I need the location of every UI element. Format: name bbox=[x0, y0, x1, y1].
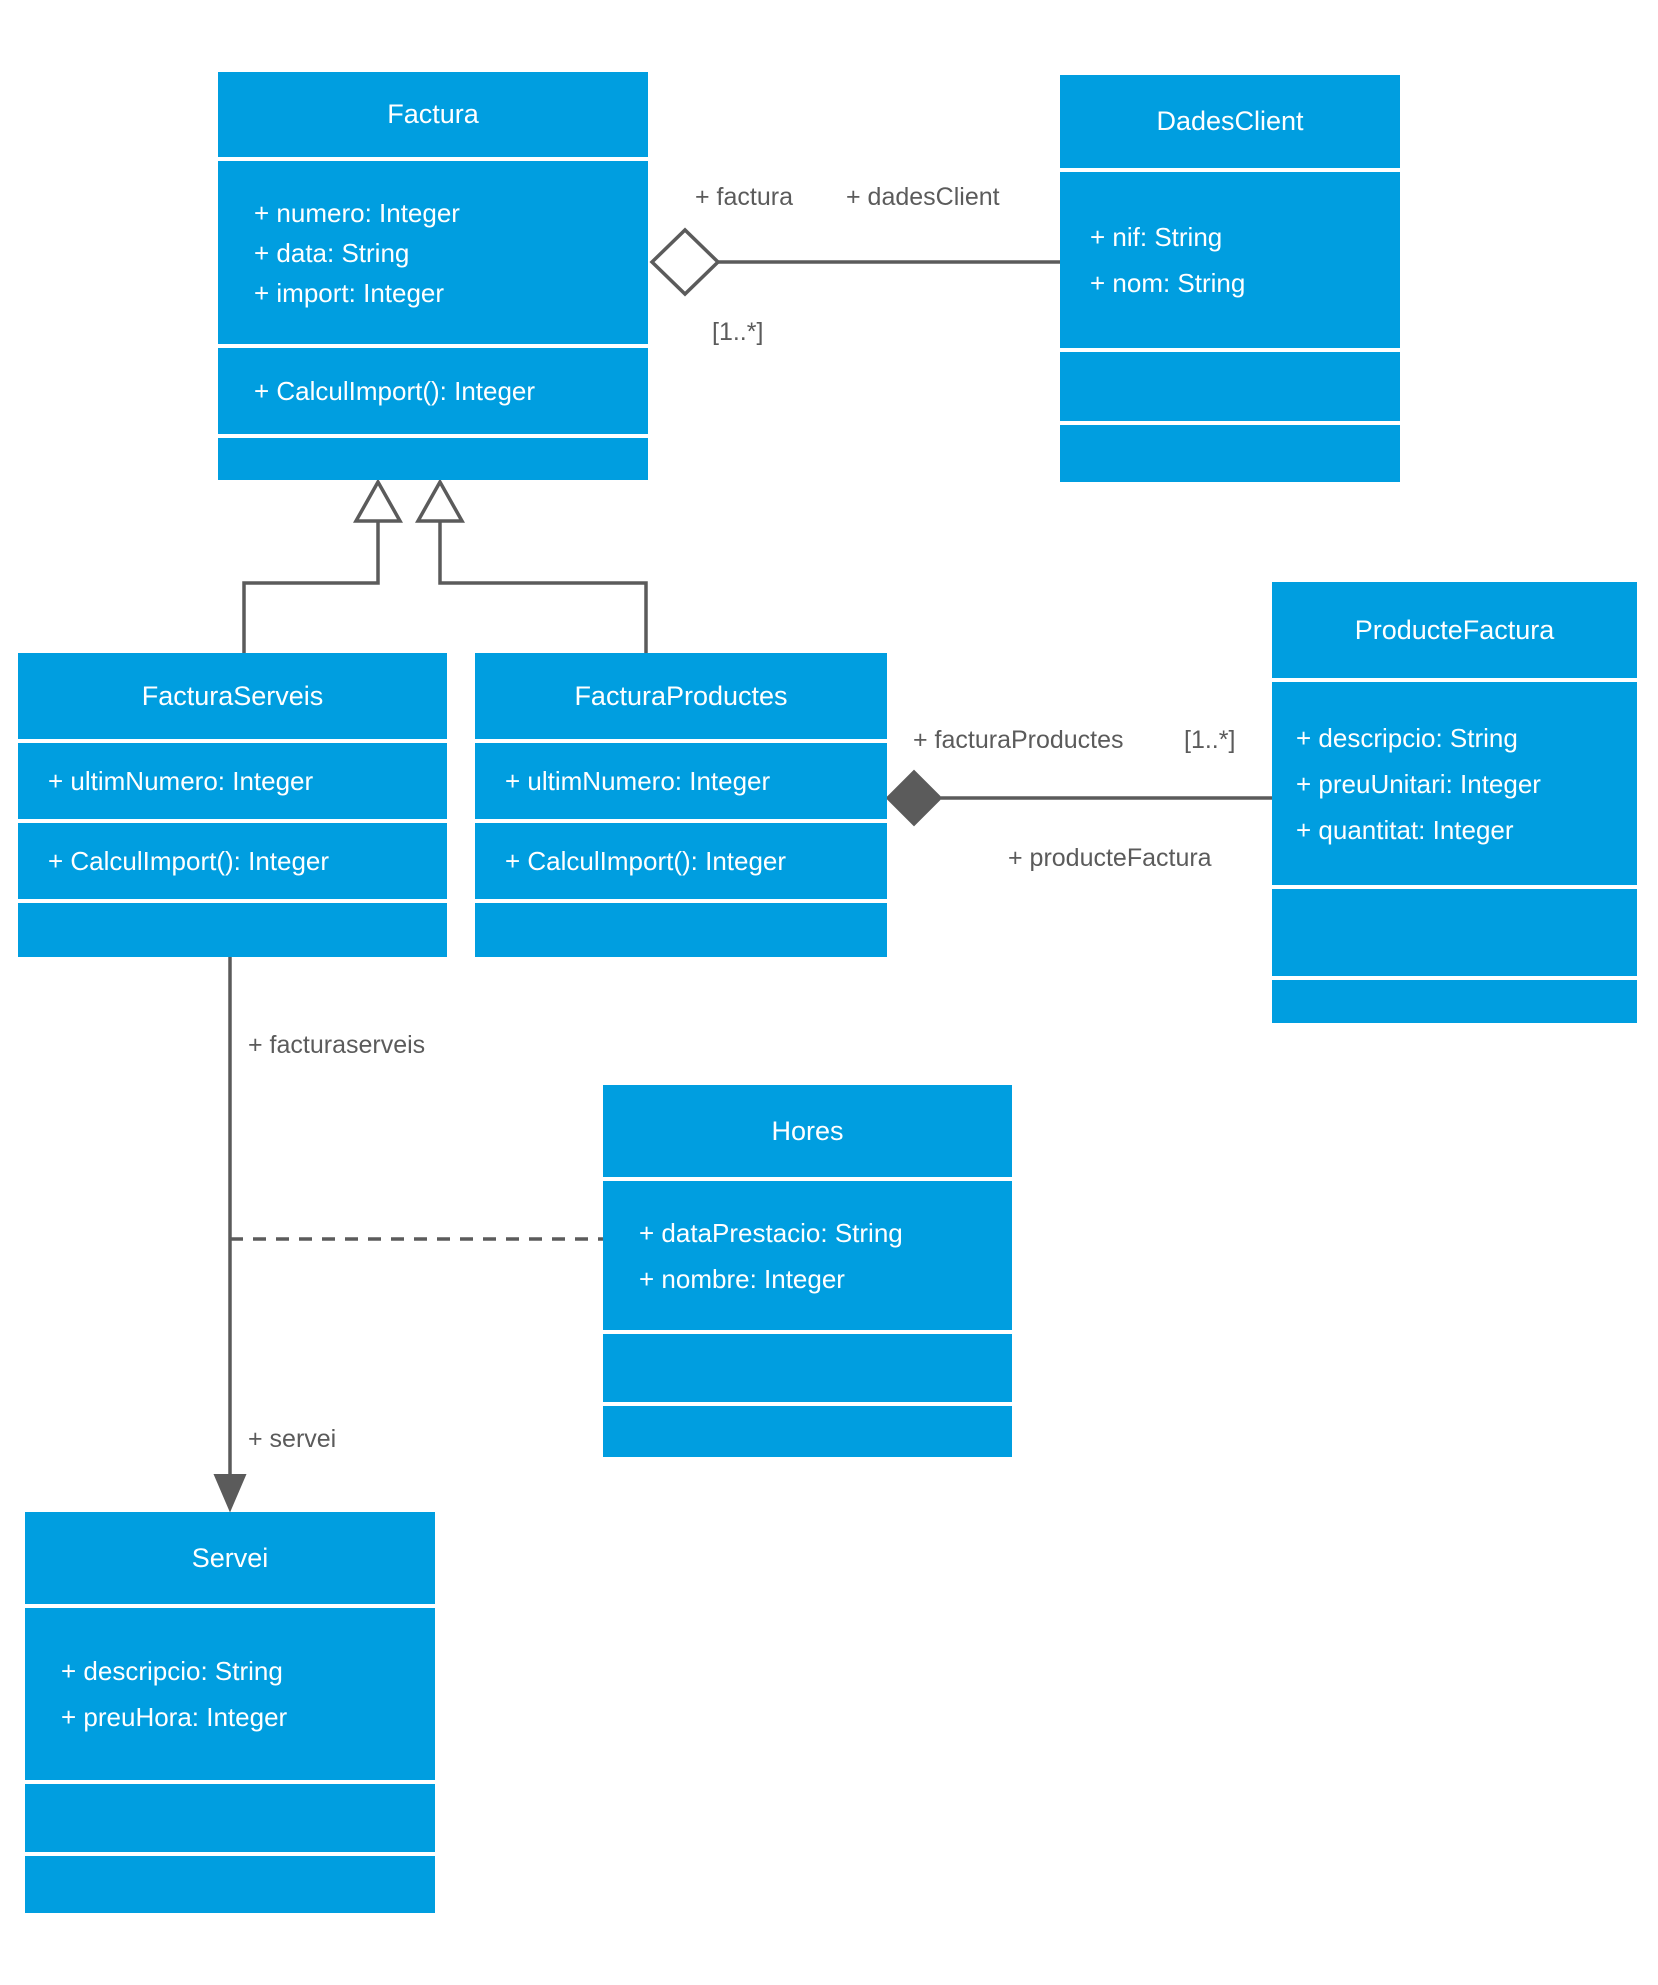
edge-label-productefactura: + producteFactura bbox=[1008, 844, 1212, 872]
empty-compartment bbox=[25, 1856, 435, 1913]
class-title: FacturaServeis bbox=[18, 653, 447, 739]
attribute-row: + descripcio: String bbox=[61, 1656, 283, 1686]
generalization-arrow-icon bbox=[353, 478, 403, 523]
attributes-compartment: + ultimNumero: Integer bbox=[475, 743, 887, 819]
generalization-edge-facturaproductes-factura[interactable] bbox=[415, 478, 648, 653]
edge-multiplicity-factura-dadesclient: [1..*] bbox=[712, 318, 764, 346]
aggregation-diamond-icon bbox=[649, 227, 721, 297]
class-title: FacturaProductes bbox=[475, 653, 887, 739]
attributes-compartment: + descripcio: String + preuHora: Integer bbox=[25, 1608, 435, 1780]
class-facturaproductes[interactable]: FacturaProductes + ultimNumero: Integer … bbox=[475, 653, 887, 957]
attribute-row: + ultimNumero: Integer bbox=[48, 766, 314, 796]
empty-compartment bbox=[475, 903, 887, 957]
class-dadesclient[interactable]: DadesClient + nif: String + nom: String bbox=[1060, 75, 1400, 482]
attribute-row: + nif: String bbox=[1090, 222, 1223, 252]
attribute-row: + nombre: Integer bbox=[639, 1263, 845, 1294]
method-row: + CalculImport(): Integer bbox=[254, 376, 536, 406]
class-hores[interactable]: Hores + dataPrestacio: String + nombre: … bbox=[603, 1085, 1012, 1457]
attributes-compartment: + descripcio: String + preuUnitari: Inte… bbox=[1272, 682, 1637, 885]
methods-compartment: + CalculImport(): Integer bbox=[218, 348, 648, 434]
empty-compartment bbox=[1272, 889, 1637, 976]
methods-compartment: + CalculImport(): Integer bbox=[18, 823, 447, 899]
empty-compartment bbox=[1060, 352, 1400, 421]
class-facturaserveis[interactable]: FacturaServeis + ultimNumero: Integer + … bbox=[18, 653, 447, 957]
composition-edge-facturaproductes-productefactura[interactable] bbox=[885, 769, 1272, 827]
methods-compartment: + CalculImport(): Integer bbox=[475, 823, 887, 899]
empty-compartment bbox=[18, 903, 447, 957]
attributes-compartment: + dataPrestacio: String + nombre: Intege… bbox=[603, 1181, 1012, 1330]
edge-label-factura: + factura bbox=[695, 183, 793, 211]
edge-label-facturaproductes: + facturaProductes bbox=[913, 726, 1124, 754]
class-factura[interactable]: Factura + numero: Integer + data: String… bbox=[218, 72, 648, 480]
empty-compartment bbox=[25, 1784, 435, 1852]
attribute-row: + import: Integer bbox=[254, 277, 445, 308]
attribute-row: + dataPrestacio: String bbox=[639, 1217, 903, 1248]
class-title: Servei bbox=[25, 1512, 435, 1604]
class-title: Factura bbox=[218, 72, 648, 157]
aggregation-edge-factura-dadesclient[interactable] bbox=[649, 227, 1060, 297]
attribute-row: + preuUnitari: Integer bbox=[1296, 768, 1541, 799]
attributes-compartment: + nif: String + nom: String bbox=[1060, 172, 1400, 348]
edge-multiplicity-facturaproductes: [1..*] bbox=[1184, 726, 1236, 754]
class-title: ProducteFactura bbox=[1272, 582, 1637, 678]
edge-label-servei: + servei bbox=[248, 1425, 337, 1453]
method-row: + CalculImport(): Integer bbox=[48, 846, 330, 876]
edge-label-facturaserveis: + facturaserveis bbox=[248, 1031, 426, 1059]
empty-compartment bbox=[1060, 425, 1400, 482]
attribute-row: + preuHora: Integer bbox=[61, 1702, 288, 1732]
composition-diamond-icon bbox=[885, 769, 943, 827]
attribute-row: + data: String bbox=[254, 237, 410, 268]
class-productefactura[interactable]: ProducteFactura + descripcio: String + p… bbox=[1272, 582, 1637, 1023]
empty-compartment bbox=[1272, 980, 1637, 1023]
empty-compartment bbox=[218, 438, 648, 480]
attribute-row: + descripcio: String bbox=[1296, 722, 1518, 753]
empty-compartment bbox=[603, 1406, 1012, 1457]
empty-compartment bbox=[603, 1334, 1012, 1402]
class-servei[interactable]: Servei + descripcio: String + preuHora: … bbox=[25, 1512, 435, 1913]
generalization-edge-facturaserveis-factura[interactable] bbox=[242, 478, 403, 653]
attributes-compartment: + ultimNumero: Integer bbox=[18, 743, 447, 819]
attribute-row: + ultimNumero: Integer bbox=[505, 766, 771, 796]
attribute-row: + quantitat: Integer bbox=[1296, 814, 1514, 845]
attributes-compartment: + numero: Integer + data: String + impor… bbox=[218, 161, 648, 344]
association-arrow-icon bbox=[213, 1474, 247, 1513]
class-title: Hores bbox=[603, 1085, 1012, 1177]
association-edge-facturaserveis-servei[interactable] bbox=[213, 957, 247, 1513]
attribute-row: + nom: String bbox=[1090, 268, 1246, 298]
generalization-arrow-icon bbox=[415, 478, 465, 523]
class-title: DadesClient bbox=[1060, 75, 1400, 168]
edge-label-dadesclient: + dadesClient bbox=[846, 183, 1000, 211]
method-row: + CalculImport(): Integer bbox=[505, 846, 787, 876]
attribute-row: + numero: Integer bbox=[254, 197, 460, 228]
